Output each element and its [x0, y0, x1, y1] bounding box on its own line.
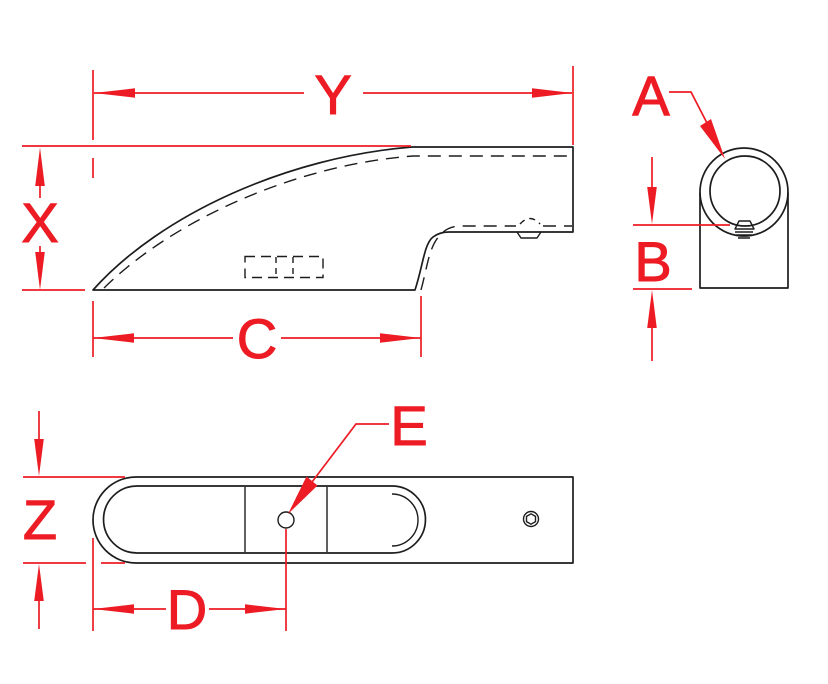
plan-recess-inner-arc [391, 493, 419, 547]
tube-inner-circle [709, 155, 781, 227]
callout-a: A [632, 64, 725, 159]
callout-e: E [288, 394, 428, 514]
hidden-slot-outline [244, 255, 324, 279]
callout-a-leader [669, 91, 708, 124]
dim-x-arrow-bottom [35, 252, 45, 290]
hidden-set-screw-arc [519, 217, 541, 225]
dim-z-arrow-bottom [34, 564, 44, 601]
dim-b-arrow-top [647, 187, 657, 224]
dim-x-arrow-top [35, 147, 45, 186]
set-screw-threads [735, 231, 753, 239]
screw-head [522, 510, 540, 528]
hidden-line-lower [420, 225, 572, 291]
dim-c-arrow-right [380, 333, 421, 343]
dim-d-arrow-right [245, 604, 286, 614]
dim-b-arrow-bottom [647, 290, 657, 328]
callout-e-leader [311, 423, 389, 483]
end-view [699, 147, 789, 289]
dimension-b: B [633, 157, 730, 361]
screw-head-hex-socket [525, 513, 537, 525]
dim-x-label: X [21, 191, 58, 254]
dimension-c: C [92, 296, 422, 371]
dimension-z: Z [22, 411, 125, 629]
set-screw-tip [516, 231, 542, 239]
callout-a-arrow [700, 119, 725, 159]
dim-c-label: C [237, 307, 277, 370]
dim-b-label: B [634, 230, 671, 293]
plan-recess-outline [102, 485, 427, 554]
dim-d-arrow-left [93, 604, 134, 614]
dim-z-arrow-top [34, 439, 44, 476]
set-screw-end [734, 220, 755, 230]
tube-outer-circle [699, 147, 789, 237]
dim-y-arrow-left [94, 88, 135, 98]
part-outline [92, 146, 574, 291]
callout-e-label: E [390, 394, 427, 457]
dim-d-label: D [167, 578, 207, 641]
dim-z-label: Z [23, 488, 57, 551]
dimension-y: Y [92, 63, 574, 178]
dim-c-arrow-left [93, 333, 134, 343]
side-view [92, 146, 574, 291]
callout-a-label: A [632, 64, 670, 127]
hidden-line-top-curve [103, 155, 572, 289]
dim-y-label: Y [314, 63, 351, 126]
callout-e-arrow [288, 476, 318, 514]
bottom-view [92, 476, 574, 564]
body-outline [699, 192, 789, 289]
dim-y-arrow-right [532, 88, 573, 98]
dimension-d: D [92, 529, 287, 642]
dimension-x: X [21, 145, 411, 291]
plan-outer-outline [92, 476, 574, 564]
hole-e [277, 511, 295, 529]
